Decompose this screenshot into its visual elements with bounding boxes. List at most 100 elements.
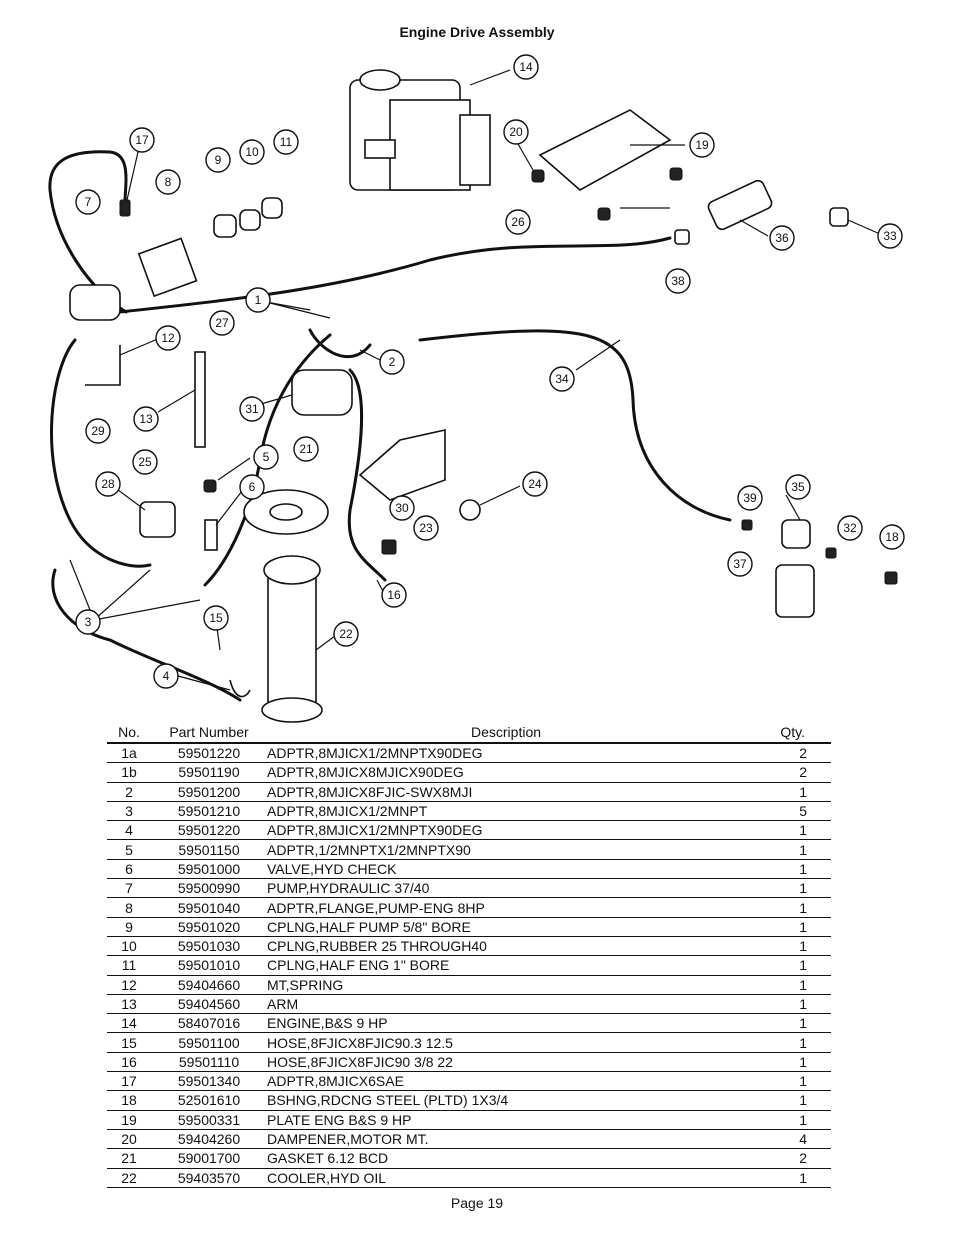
bracket-drawing xyxy=(358,429,446,555)
callout-10: 10 xyxy=(239,139,265,165)
engine-drawing xyxy=(349,69,511,191)
callout-5: 5 xyxy=(253,444,279,470)
callout-30: 30 xyxy=(389,495,415,521)
cell-part-number: 59501220 xyxy=(151,820,267,841)
dampener-drawings xyxy=(531,167,683,221)
cell-description: PLATE ENG B&S 9 HP xyxy=(267,1110,745,1130)
cell-description: ADPTR,8MJICX8MJICX90DEG xyxy=(267,762,745,783)
cell-description: ADPTR,8MJICX1/2MNPTX90DEG xyxy=(267,820,745,841)
cell-description: ENGINE,B&S 9 HP xyxy=(267,1013,745,1034)
callout-21: 21 xyxy=(293,436,319,462)
callout-4: 4 xyxy=(153,663,179,689)
cell-description: ADPTR,8MJICX6SAE xyxy=(267,1071,745,1092)
cell-part-number: 59500990 xyxy=(151,878,267,899)
svg-text:5: 5 xyxy=(263,450,270,464)
callout-16: 16 xyxy=(381,582,407,608)
callout-3: 3 xyxy=(75,609,101,635)
cell-no: 1a xyxy=(107,743,151,764)
cell-no: 15 xyxy=(107,1032,151,1053)
callout-26: 26 xyxy=(505,209,531,235)
callout-2: 2 xyxy=(379,349,405,375)
cell-qty: 2 xyxy=(745,1148,831,1169)
cell-no: 9 xyxy=(107,917,151,937)
cell-description: ADPTR,FLANGE,PUMP-ENG 8HP xyxy=(267,897,745,918)
cell-qty: 1 xyxy=(745,1052,831,1073)
cell-description: BSHNG,RDCNG STEEL (PLTD) 1X3/4 xyxy=(267,1090,745,1111)
callout-9: 9 xyxy=(205,147,231,173)
cell-no: 8 xyxy=(107,897,151,918)
svg-text:35: 35 xyxy=(791,480,805,494)
svg-text:33: 33 xyxy=(883,229,897,243)
svg-text:3: 3 xyxy=(85,615,92,629)
cell-part-number: 59404560 xyxy=(151,994,267,1015)
svg-text:10: 10 xyxy=(245,145,259,159)
cell-no: 16 xyxy=(107,1052,151,1073)
callout-8: 8 xyxy=(155,169,181,195)
cell-no: 3 xyxy=(107,801,151,822)
exploded-parts-diagram: 14 17 20 19 11 10 9 8 7 26 36 33 38 1 27… xyxy=(30,40,924,730)
callout-34: 34 xyxy=(549,366,575,392)
svg-text:24: 24 xyxy=(528,477,542,491)
svg-text:22: 22 xyxy=(339,627,353,641)
cell-qty: 1 xyxy=(745,878,831,899)
cell-qty: 1 xyxy=(745,1090,831,1111)
cell-description: HOSE,8FJICX8FJIC90.3 12.5 xyxy=(267,1032,745,1053)
cell-description: ADPTR,8MJICX8FJIC-SWX8MJI xyxy=(267,782,745,802)
svg-text:39: 39 xyxy=(743,491,757,505)
cell-part-number: 59501100 xyxy=(151,1032,267,1053)
cell-no: 12 xyxy=(107,975,151,995)
callout-12: 12 xyxy=(155,325,181,351)
cell-part-number: 59501030 xyxy=(151,936,267,957)
header-description: Description xyxy=(267,722,745,744)
header-part-number: Part Number xyxy=(151,722,267,744)
cell-no: 6 xyxy=(107,859,151,880)
cell-part-number: 59501340 xyxy=(151,1071,267,1092)
cell-qty: 1 xyxy=(745,955,831,976)
callout-28: 28 xyxy=(95,471,121,497)
callouts: 14 17 20 19 11 10 9 8 7 26 36 33 38 1 27… xyxy=(75,54,905,689)
cell-qty: 1 xyxy=(745,994,831,1015)
svg-text:8: 8 xyxy=(165,175,172,189)
svg-text:17: 17 xyxy=(135,133,149,147)
cell-qty: 1 xyxy=(745,936,831,957)
cell-no: 20 xyxy=(107,1129,151,1150)
svg-text:13: 13 xyxy=(139,412,153,426)
svg-text:7: 7 xyxy=(85,195,92,209)
callout-11: 11 xyxy=(273,129,299,155)
svg-text:12: 12 xyxy=(161,331,175,345)
cell-no: 22 xyxy=(107,1168,151,1188)
callout-39: 39 xyxy=(737,485,763,511)
cell-qty: 1 xyxy=(745,859,831,880)
cell-no: 14 xyxy=(107,1013,151,1034)
svg-text:19: 19 xyxy=(695,138,709,152)
cell-part-number: 59501020 xyxy=(151,917,267,937)
cell-qty: 4 xyxy=(745,1129,831,1150)
cell-part-number: 59404260 xyxy=(151,1129,267,1150)
header-qty: Qty. xyxy=(745,722,831,744)
svg-text:37: 37 xyxy=(733,557,747,571)
callout-24: 24 xyxy=(522,471,548,497)
cell-qty: 1 xyxy=(745,782,831,802)
cell-qty: 1 xyxy=(745,1013,831,1034)
filter-drawing xyxy=(674,179,849,245)
cell-qty: 1 xyxy=(745,917,831,937)
motor-drawing xyxy=(291,369,353,416)
svg-text:32: 32 xyxy=(843,521,857,535)
cell-part-number: 59501040 xyxy=(151,897,267,918)
callout-7: 7 xyxy=(75,189,101,215)
valve-drawing xyxy=(139,479,218,551)
svg-text:6: 6 xyxy=(249,480,256,494)
cell-no: 11 xyxy=(107,955,151,976)
